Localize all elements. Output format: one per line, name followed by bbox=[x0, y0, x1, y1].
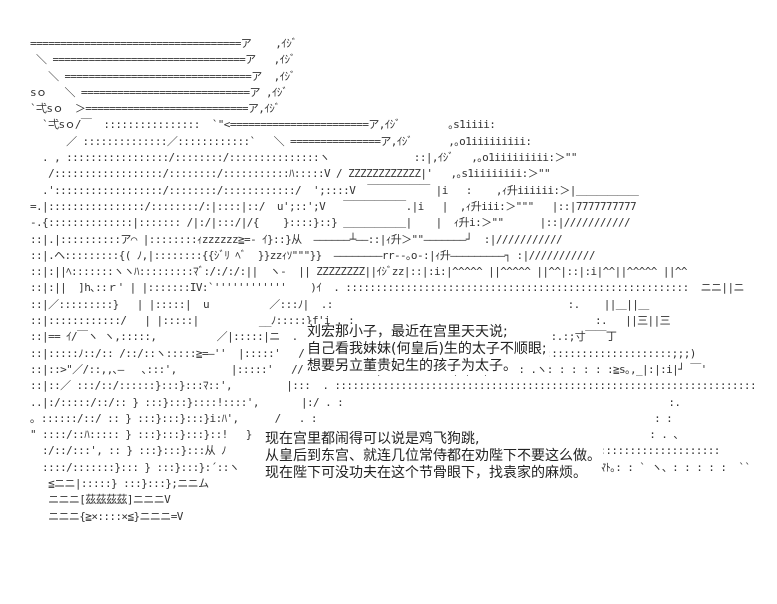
ascii-art: ===================================ア ,ｲｼ… bbox=[30, 37, 757, 523]
dialogue-line: 自己看我妹妹(何皇后)生的太子不顺眼; bbox=[305, 341, 549, 358]
dialogue-line: 从皇后到东宫、就连几位常侍都在劝陛下不要这么做。 bbox=[263, 448, 603, 465]
dialogue-line: 现在陛下可没功夫在这个节骨眼下，找袁家的麻烦。 bbox=[263, 465, 589, 482]
dialogue-line: 现在宫里都闹得可以说是鸡飞狗跳, bbox=[263, 431, 482, 448]
dialogue-line: 想要另立董贵妃生的孩子为太子。 bbox=[305, 358, 519, 375]
dialogue-line: 刘宏那小子，最近在宫里天天说; bbox=[305, 324, 510, 341]
